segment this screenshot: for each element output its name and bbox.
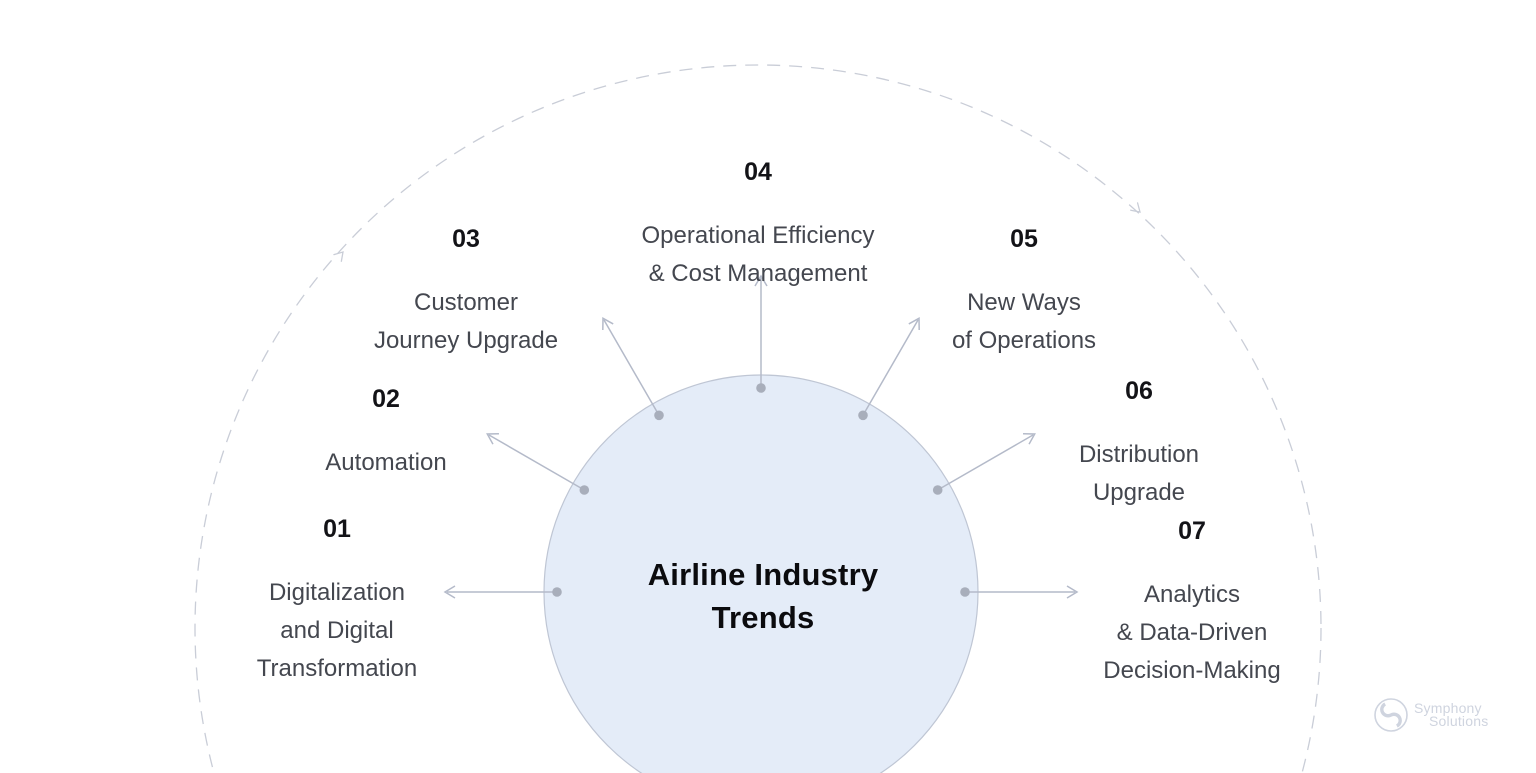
trend-item-02: 02 Automation [325, 366, 446, 500]
connector-arrow-07 [960, 585, 1079, 599]
symphony-solutions-logo: Symphony Solutions [1372, 696, 1488, 734]
connector-dot [858, 410, 868, 421]
connector-dot [654, 410, 664, 421]
connector-dot [960, 587, 970, 597]
trend-number: 04 [744, 158, 772, 186]
trend-item-06: 06 Distribution Upgrade [1079, 358, 1199, 530]
trend-item-07: 07 Analytics & Data-Driven Decision-Maki… [1103, 498, 1280, 708]
connector-arrow-03 [602, 317, 664, 421]
connector-arrow-01 [443, 585, 562, 599]
connector-arrow-06 [932, 433, 1036, 495]
trend-number: 07 [1178, 517, 1206, 545]
trend-number: 05 [1010, 225, 1038, 253]
trend-label: Digitalization and Digital Transformatio… [256, 579, 418, 682]
connector-arrow-05 [858, 317, 920, 421]
trend-label: Automation [325, 449, 447, 476]
trend-label: New Ways of Operations [951, 289, 1097, 354]
trend-label: Customer Journey Upgrade [373, 289, 559, 354]
logo-text-line2: Solutions [1429, 713, 1489, 729]
trend-item-04: 04 Operational Efficiency & Cost Managem… [641, 139, 874, 311]
diagram-title: Airline Industry Trends [647, 557, 879, 635]
trend-label: Operational Efficiency & Cost Management [641, 222, 875, 287]
cycle-arrowhead-left-icon [333, 251, 344, 262]
trend-item-05: 05 New Ways of Operations [952, 206, 1096, 378]
connector-dot [579, 485, 590, 495]
connector-dot [756, 383, 766, 393]
logo-text-line1: Symphony [1414, 700, 1482, 716]
trend-number: 02 [372, 385, 400, 413]
cycle-arrowhead-right-icon [1130, 202, 1141, 213]
logo-wordmark: Symphony Solutions [1414, 700, 1489, 729]
connector-dot [932, 485, 943, 495]
trend-label: Analytics & Data-Driven Decision-Making [1103, 581, 1281, 684]
connector-arrow-02 [486, 433, 590, 495]
trend-number: 06 [1125, 377, 1153, 405]
trend-number: 03 [452, 225, 480, 253]
trend-label: Distribution Upgrade [1078, 441, 1200, 506]
s-swirl-logo-icon [1374, 698, 1408, 732]
trend-number: 01 [323, 515, 351, 543]
trend-item-03: 03 Customer Journey Upgrade [374, 206, 558, 378]
connector-dot [552, 587, 562, 597]
trend-item-01: 01 Digitalization and Digital Transforma… [257, 496, 418, 706]
